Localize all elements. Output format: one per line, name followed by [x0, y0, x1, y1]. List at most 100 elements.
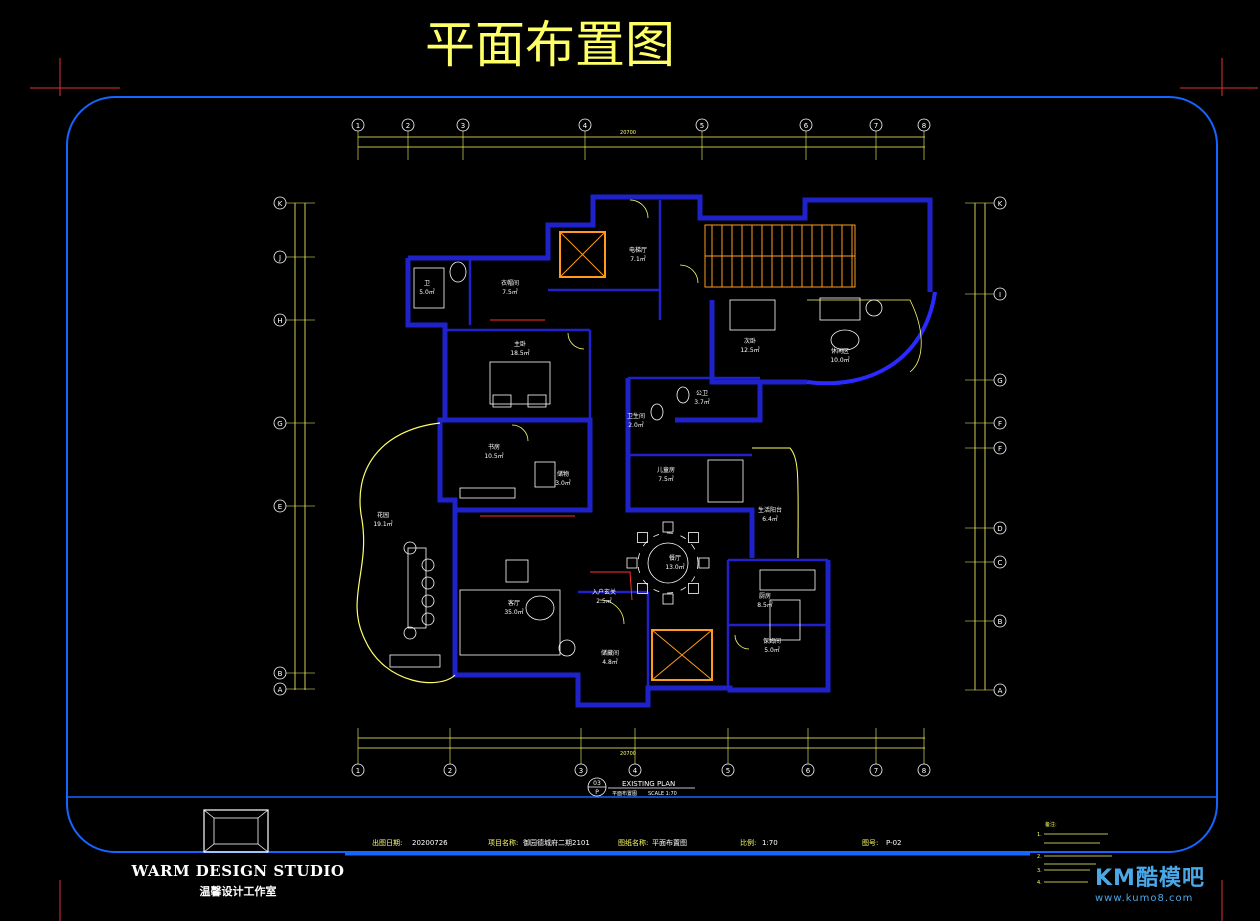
axis-top-8: 8: [917, 118, 931, 132]
svg-text:1: 1: [356, 122, 360, 130]
svg-text:衣帽间: 衣帽间: [501, 279, 519, 287]
svg-text:厨房: 厨房: [759, 592, 771, 600]
axis-top-3: 3: [456, 118, 470, 132]
svg-text:2.5㎡: 2.5㎡: [596, 597, 612, 605]
plan-caption: 03 P EXISTING PLAN 平面布置图 SCALE 1:70: [587, 777, 695, 797]
svg-text:入户玄关: 入户玄关: [592, 588, 616, 596]
svg-text:5: 5: [726, 767, 730, 775]
svg-text:5: 5: [700, 122, 704, 130]
axis-top-5: 5: [695, 118, 709, 132]
doors: [511, 199, 750, 650]
svg-text:2: 2: [406, 122, 410, 130]
svg-text:J: J: [278, 254, 281, 262]
axis-left-G: G: [273, 416, 287, 430]
axis-bottom-8: 8: [917, 763, 931, 777]
axis-right-F2: F: [993, 441, 1007, 455]
garden-boundary: [356, 422, 456, 684]
axis-right-G: G: [993, 373, 1007, 387]
scale-value: 1:70: [762, 839, 778, 847]
axis-right-I: I: [993, 287, 1007, 301]
svg-text:花园: 花园: [377, 511, 389, 519]
staircase: [704, 224, 856, 288]
date-label: 出图日期:: [372, 838, 402, 847]
svg-text:8: 8: [922, 767, 926, 775]
axis-bottom-1: 1: [351, 763, 365, 777]
svg-text:卫生间: 卫生间: [627, 412, 645, 420]
svg-text:4: 4: [583, 122, 588, 130]
svg-text:7.1㎡: 7.1㎡: [630, 255, 646, 263]
plan-tag-top: 03: [593, 780, 601, 787]
note-line-4: 4.: [1037, 880, 1042, 886]
svg-text:5.0㎡: 5.0㎡: [764, 646, 780, 654]
svg-text:次卧: 次卧: [744, 337, 756, 345]
svg-text:B: B: [278, 670, 283, 678]
svg-text:儿童房: 儿童房: [657, 466, 675, 474]
garden-planters: [403, 541, 435, 640]
service-balcony-rail: [752, 447, 799, 559]
number-label: 图号:: [862, 839, 878, 847]
svg-text:C: C: [998, 559, 1003, 567]
svg-text:3.7㎡: 3.7㎡: [694, 398, 710, 406]
svg-text:G: G: [277, 420, 282, 428]
balcony-curve-wall: [806, 291, 937, 386]
studio-name-cn: 温馨设计工作室: [199, 885, 277, 898]
axis-leader-lines: [286, 131, 994, 764]
svg-text:G: G: [997, 377, 1002, 385]
axis-bottom-2: 2: [443, 763, 457, 777]
dining-chair: [688, 532, 699, 543]
svg-text:3: 3: [461, 122, 465, 130]
svg-text:1: 1: [356, 767, 360, 775]
axis-top-7: 7: [869, 118, 883, 132]
svg-text:4: 4: [633, 767, 638, 775]
svg-text:18.5㎡: 18.5㎡: [510, 349, 529, 357]
room-label-bath-master: 卫5.0㎡: [419, 280, 435, 296]
note-line-1: 1.: [1037, 832, 1042, 838]
svg-text:生活阳台: 生活阳台: [758, 506, 782, 514]
svg-text:6: 6: [806, 767, 811, 775]
svg-text:储藏间: 储藏间: [601, 649, 619, 657]
sheet-frame: [66, 96, 1218, 853]
svg-text:19.1㎡: 19.1㎡: [373, 520, 392, 528]
studio-logo-mark: [203, 809, 269, 853]
scale-label: 比例:: [740, 838, 756, 847]
svg-text:I: I: [999, 291, 1001, 299]
axis-bubbles: 1 2 3 4 5 6 7 8 1 2 3 4 5 6 7 8 K J H G …: [273, 118, 1007, 777]
svg-text:E: E: [278, 503, 282, 511]
svg-text:K: K: [278, 200, 283, 208]
dimension-lines: [294, 136, 986, 749]
axis-right-A: A: [993, 683, 1007, 697]
svg-text:35.0㎡: 35.0㎡: [504, 608, 523, 616]
axis-top-4: 4: [578, 118, 592, 132]
axis-left-E: E: [273, 499, 287, 513]
axis-left-J: J: [273, 250, 287, 264]
drawing-title: 平面布置图: [425, 16, 675, 74]
svg-text:B: B: [998, 618, 1003, 626]
svg-text:8.5㎡: 8.5㎡: [757, 601, 773, 609]
axis-right-K: K: [993, 196, 1007, 210]
svg-text:6: 6: [804, 122, 809, 130]
dining-chair: [637, 583, 648, 594]
notes-block: 备注: 1. 2. 3. 4.: [1037, 821, 1057, 886]
svg-text:7: 7: [874, 767, 878, 775]
svg-text:电梯厅: 电梯厅: [629, 246, 647, 254]
dining-chair: [698, 557, 710, 569]
dining-chair: [626, 557, 638, 569]
axis-top-2: 2: [401, 118, 415, 132]
svg-text:20700: 20700: [620, 130, 636, 136]
watermark-logo: KM酷模吧: [1095, 866, 1205, 891]
balcony-rail: [807, 299, 922, 373]
dining-chair: [662, 593, 674, 605]
watermark-url: www.kumo8.com: [1095, 893, 1194, 904]
svg-text:卫: 卫: [424, 280, 430, 287]
note-line-3: 3.: [1037, 868, 1042, 874]
dining-chair: [688, 583, 699, 594]
